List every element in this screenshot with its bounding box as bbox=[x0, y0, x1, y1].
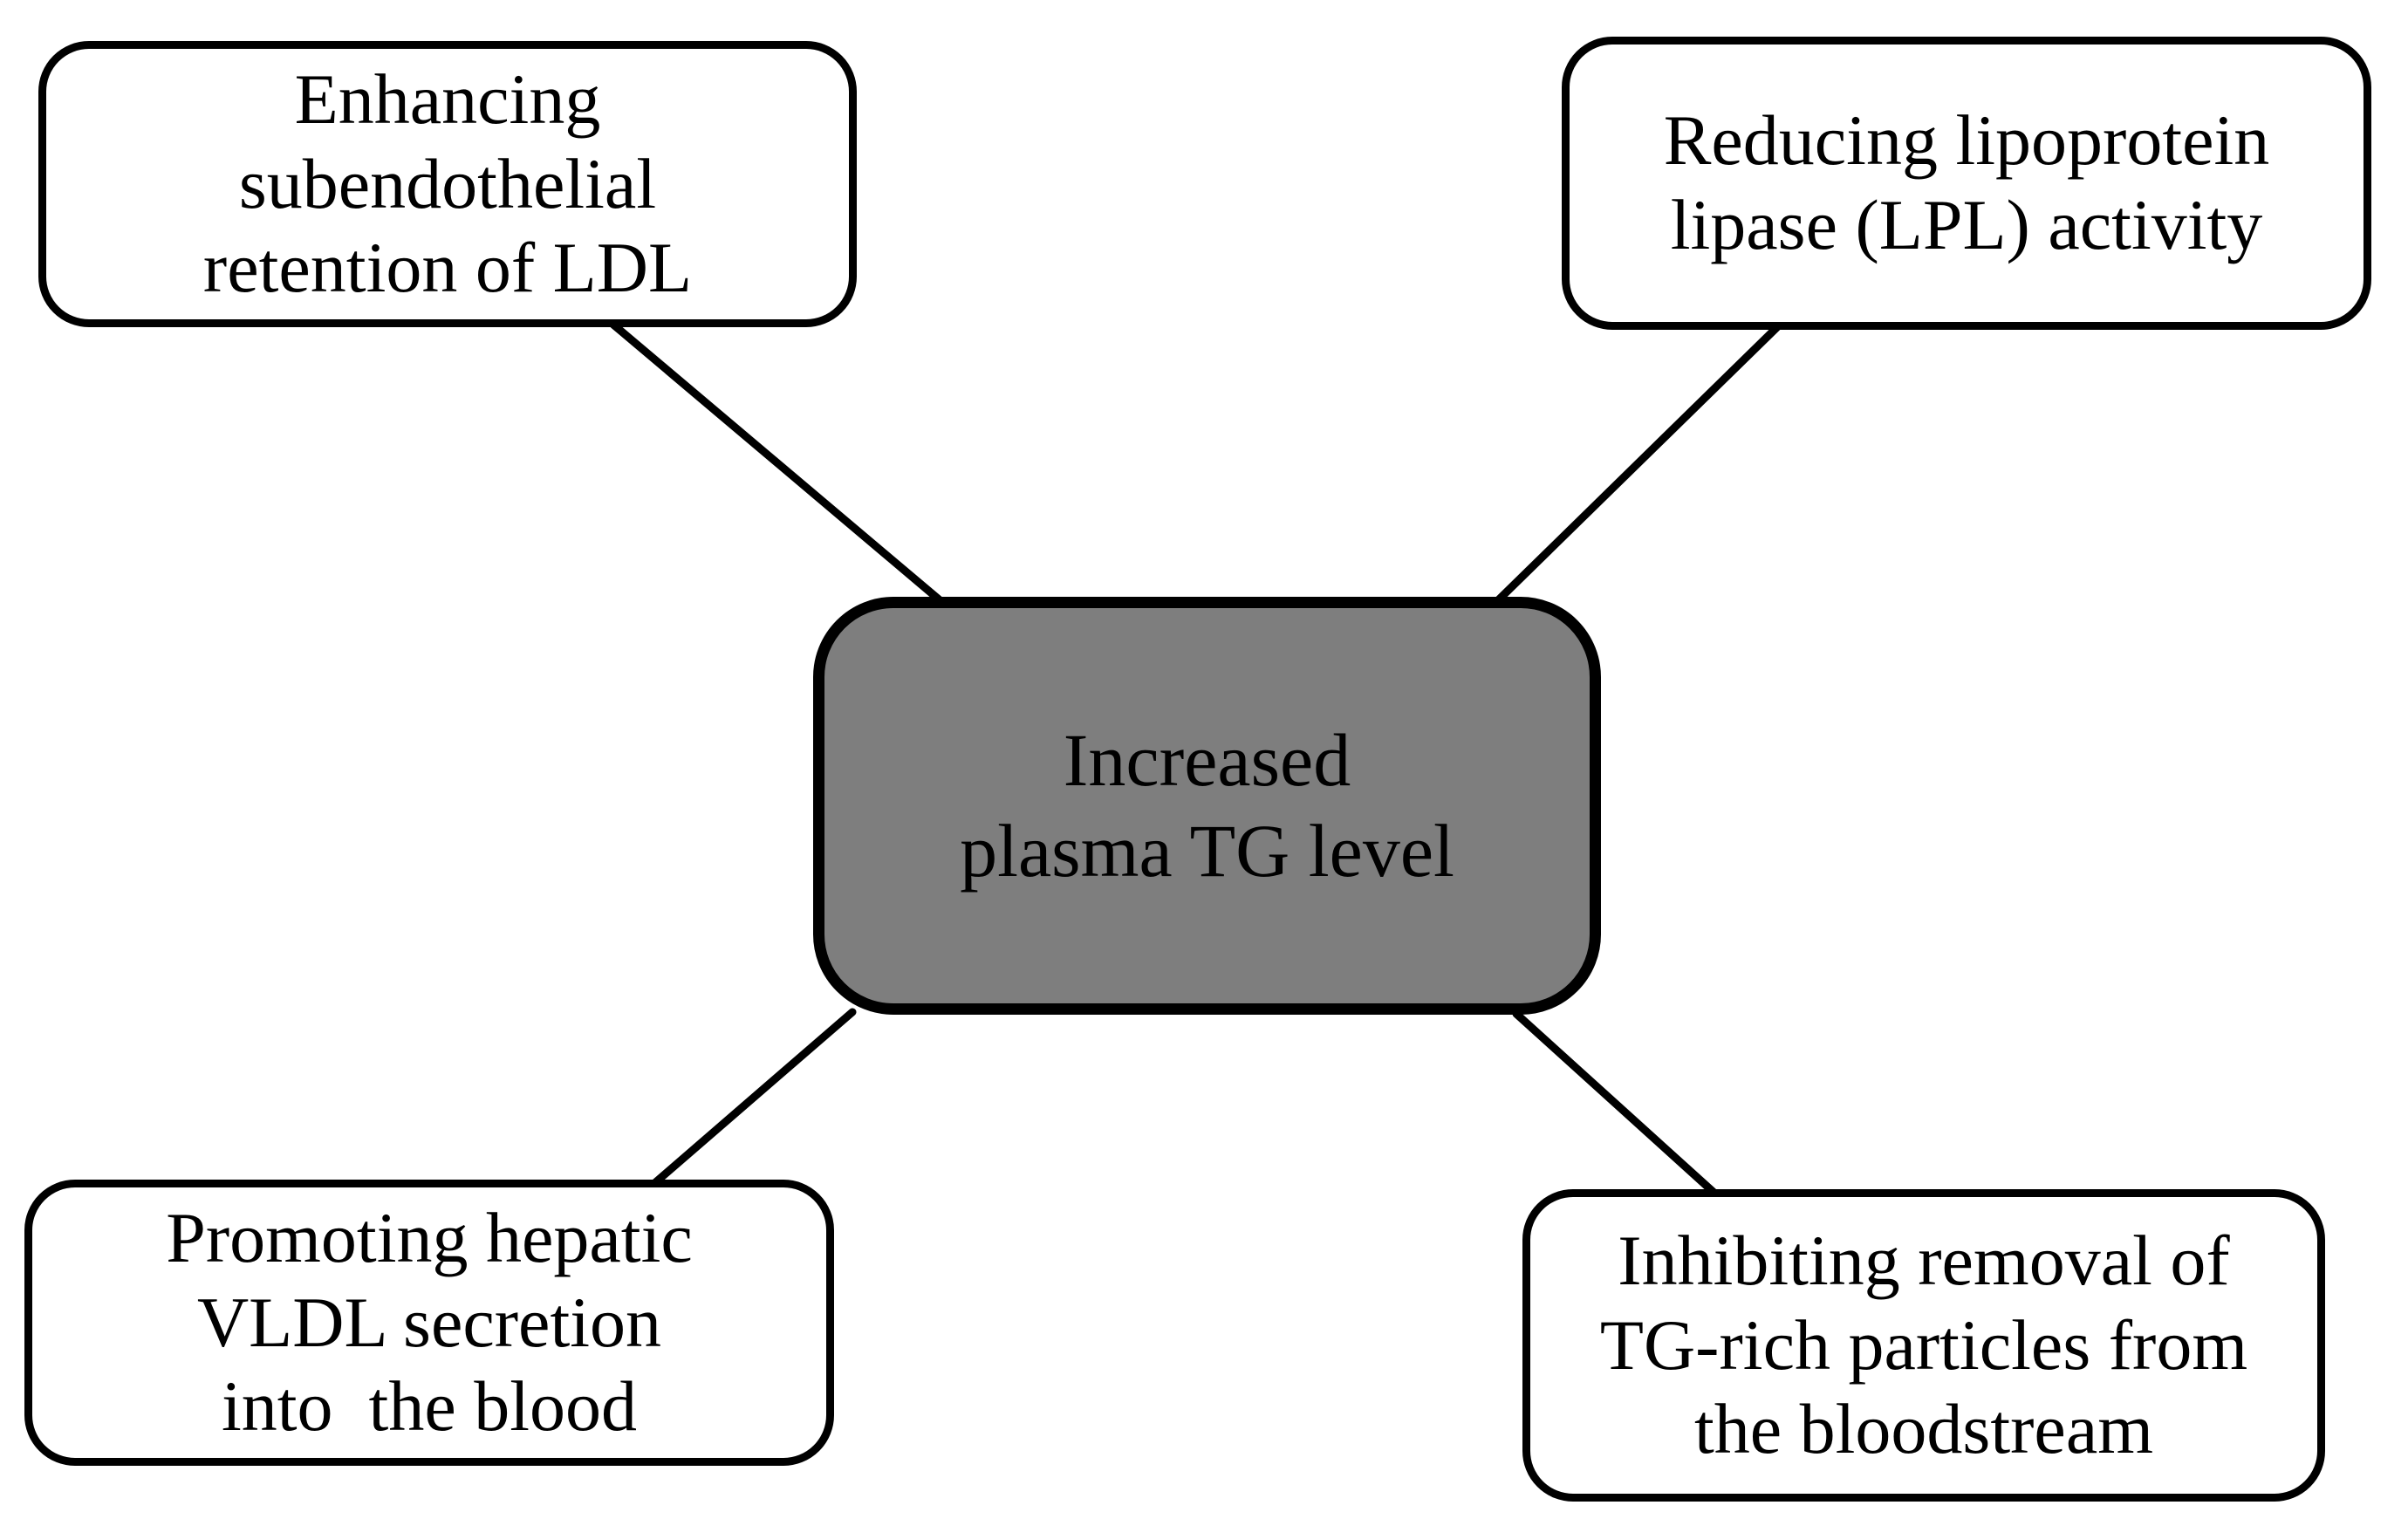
connector-line-bottom-right bbox=[1512, 1009, 1721, 1200]
node-label-line: retention of LDL bbox=[202, 228, 693, 308]
node-reducing-lpl-activity: Reducing lipoprotein lipase (LPL) activi… bbox=[1562, 37, 2371, 330]
node-label-line: the bloodstream bbox=[1693, 1389, 2154, 1469]
connector-line-bottom-left bbox=[648, 1008, 857, 1189]
node-label-line: into the blood bbox=[221, 1366, 638, 1447]
node-label-line: VLDL secretion bbox=[196, 1282, 662, 1362]
node-label-line: lipase (LPL) activity bbox=[1670, 185, 2263, 264]
connector-line-top-right bbox=[1490, 318, 1786, 608]
node-label-line: Enhancing bbox=[294, 58, 601, 139]
node-label-line: Promoting hepatic bbox=[166, 1197, 693, 1277]
node-promoting-hepatic-vldl-secretion: Promoting hepatic VLDL secretion into th… bbox=[24, 1180, 834, 1466]
connector-line-top-left bbox=[609, 320, 948, 608]
node-increased-plasma-tg-level: Increased plasma TG level bbox=[813, 597, 1601, 1015]
node-label-line: Reducing lipoprotein bbox=[1663, 100, 2270, 181]
node-label-line: Inhibiting removal of bbox=[1618, 1220, 2230, 1300]
node-label-line: Increased bbox=[1063, 718, 1351, 803]
node-enhancing-subendothelial-retention-of-ldl: Enhancing subendothelial retention of LD… bbox=[38, 41, 857, 327]
node-label-line: plasma TG level bbox=[960, 808, 1454, 893]
node-label-line: subendothelial bbox=[238, 143, 657, 223]
node-label-line: TG-rich particles from bbox=[1599, 1304, 2248, 1385]
node-inhibiting-tg-rich-particle-removal: Inhibiting removal of TG-rich particles … bbox=[1522, 1189, 2325, 1502]
